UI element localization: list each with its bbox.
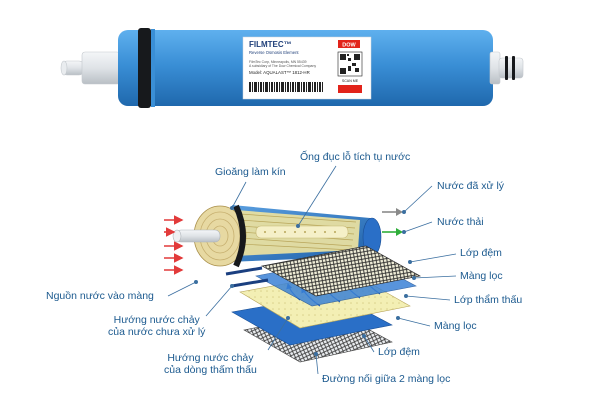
label-perforated-tube: Ống đục lỗ tích tụ nước [300,151,411,163]
leader-lines [167,165,457,375]
label-membrane-bottom: Màng lọc [434,320,477,332]
maker-line-2: A subsidiary of The Dow Chemical Company [249,64,316,68]
label-permeate-flow: Hướng nước chảy của dòng thấm thấu [164,352,257,377]
qr-caption: SCAN ME [342,79,359,83]
label-raw-flow: Hướng nước chảy của nước chưa xử lý [108,314,205,339]
seal-ring [138,28,151,108]
ro-membrane-product: FILMTEC™ Reverse Osmosis Element FilmTec… [60,28,524,108]
qr-code [337,51,363,77]
dow-logo: DOW [338,40,360,49]
raw-flow-stripe-2 [231,278,269,288]
label-permeate-flow-line-2: của dòng thấm thấu [164,364,257,377]
product-label: FILMTEC™ Reverse Osmosis Element FilmTec… [242,36,372,100]
subtitle-text: Reverse Osmosis Element [249,50,299,55]
label-permeate-flow-line-1: Hướng nước chảy [167,352,254,364]
left-nozzle [60,51,121,85]
label-seal: Gioăng làm kín [215,166,286,178]
label-waste-water: Nước thải [437,216,484,228]
label-permeate-layer: Lớp thẩm thấu [454,294,523,306]
label-membrane-top: Màng lọc [460,270,503,282]
feed-arrows [164,215,184,275]
brine-seal [233,204,246,268]
perforated-tube [255,225,349,239]
svg-text:DOW: DOW [342,43,356,49]
label-spacer-bottom: Lớp đệm [378,346,420,358]
cutaway-diagram [164,165,457,375]
right-nozzle [489,51,524,85]
brand-text: FILMTEC™ [249,40,292,49]
model-text: Model: AQUALAST™ 1812-HR [249,70,310,75]
barcode [249,82,323,92]
raw-flow-stripe-1 [225,266,263,276]
center-pipe [175,229,221,243]
maker-line-1: FilmTec Corp, Minneapolis, MN 55439 [249,60,307,64]
label-raw-flow-line-1: Hướng nước chảy [113,314,200,326]
label-glue-line: Đường nối giữa 2 màng lọc [322,373,451,385]
label-spacer-top: Lớp đệm [460,247,502,259]
label-raw-flow-line-2: của nước chưa xử lý [108,326,206,339]
label-feed-in: Nguồn nước vào màng [46,290,154,302]
spacer-top-layer [260,245,422,297]
label-product-water: Nước đã xử lý [437,180,505,192]
layer-stack [225,245,422,363]
